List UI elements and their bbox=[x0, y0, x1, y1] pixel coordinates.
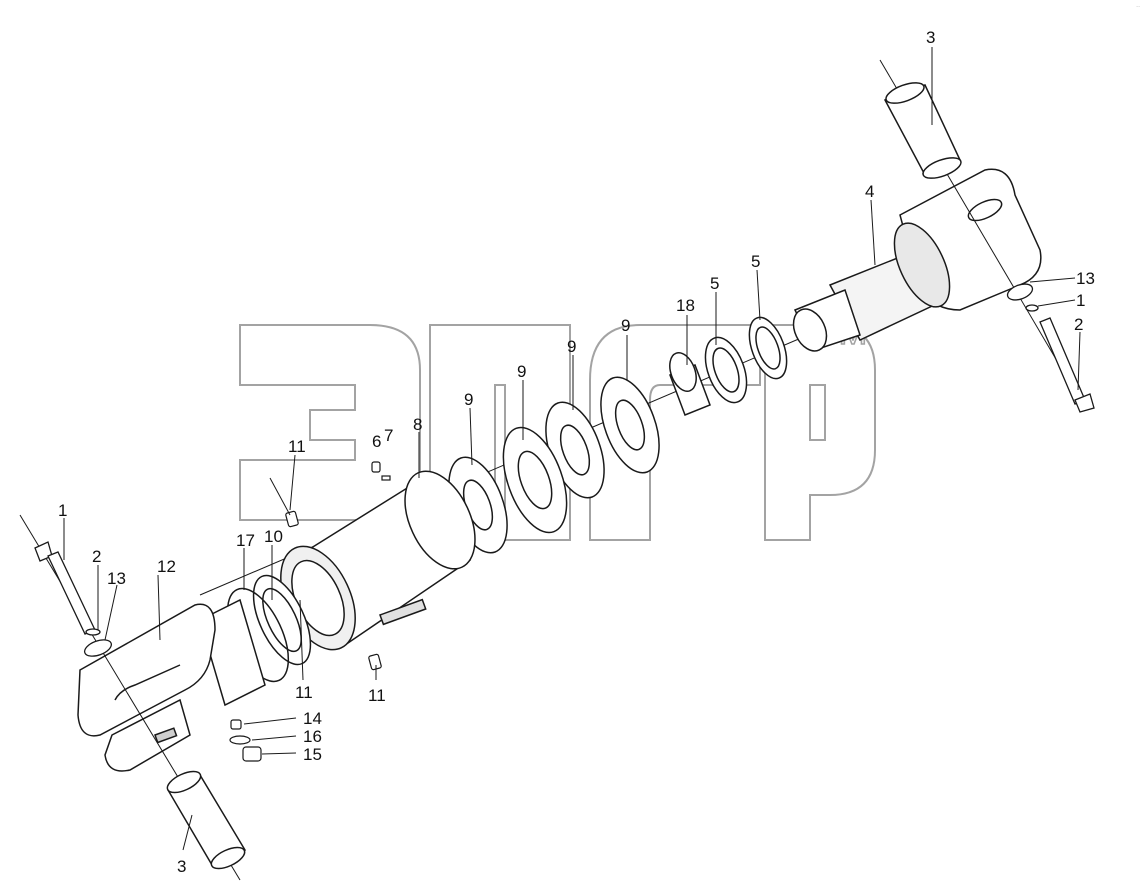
right-fork-part bbox=[792, 168, 1042, 352]
callout-9-c: 9 bbox=[517, 362, 526, 381]
callout-8: 8 bbox=[413, 415, 422, 434]
callout-11-a: 11 bbox=[288, 437, 306, 456]
callout-10: 10 bbox=[264, 527, 283, 546]
callout-3-bottom: 3 bbox=[177, 857, 186, 876]
corner-mark: .. bbox=[1136, 2, 1140, 9]
callout-2-right: 2 bbox=[1074, 315, 1083, 334]
callout-15: 15 bbox=[303, 745, 322, 764]
grease-fittings bbox=[229, 719, 262, 762]
callout-17: 17 bbox=[236, 531, 255, 550]
callout-1-right: 1 bbox=[1076, 291, 1085, 310]
callout-9-b: 9 bbox=[567, 337, 576, 356]
small-fittings bbox=[269, 461, 391, 671]
seal-rings bbox=[669, 316, 788, 416]
callout-7: 7 bbox=[384, 426, 393, 445]
callout-9-a: 9 bbox=[621, 316, 630, 335]
callout-9-d: 9 bbox=[464, 390, 473, 409]
callout-11-b: 11 bbox=[295, 683, 313, 702]
callout-2-left: 2 bbox=[92, 547, 101, 566]
callout-12: 12 bbox=[157, 557, 176, 576]
callout-13-right: 13 bbox=[1076, 269, 1095, 288]
callout-18: 18 bbox=[676, 296, 695, 315]
callout-16: 16 bbox=[303, 727, 322, 746]
callout-3-top: 3 bbox=[926, 28, 935, 47]
callout-5-a: 5 bbox=[751, 252, 760, 271]
right-bolt-part bbox=[1006, 283, 1095, 413]
leader-lines bbox=[63, 47, 1081, 851]
callout-6: 6 bbox=[372, 432, 381, 451]
bearings bbox=[448, 376, 660, 554]
callout-4: 4 bbox=[865, 182, 874, 201]
top-pin-part bbox=[879, 59, 1081, 401]
bottom-pin-part bbox=[166, 770, 247, 870]
callout-11-c: 11 bbox=[368, 686, 386, 705]
callout-13-left: 13 bbox=[107, 569, 126, 588]
callout-5-b: 5 bbox=[710, 274, 719, 293]
left-fork-part bbox=[77, 598, 266, 772]
callout-14: 14 bbox=[303, 709, 322, 728]
callout-1-left: 1 bbox=[58, 501, 67, 520]
